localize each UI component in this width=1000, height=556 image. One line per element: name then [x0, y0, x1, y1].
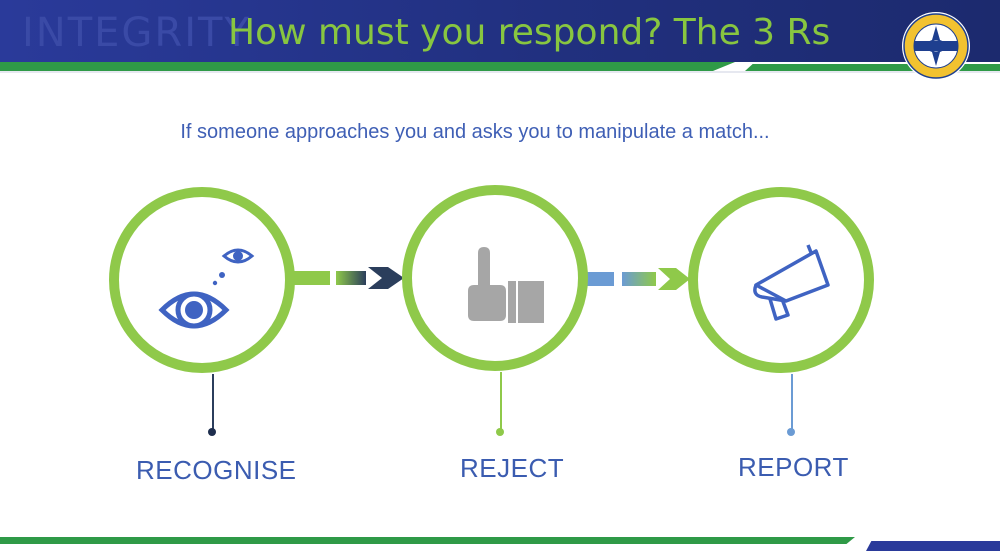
recognise-stem [212, 374, 214, 430]
reject-dot [496, 428, 504, 436]
footer-green-stripe [0, 537, 855, 544]
ifa-crest-icon [900, 10, 972, 82]
megaphone-icon [746, 239, 838, 331]
slide-title: How must you respond? The 3 Rs [228, 12, 831, 53]
header-green-stripe [0, 62, 735, 71]
recognise-circle [109, 187, 295, 373]
brand-text: INTEGRITY [22, 10, 251, 56]
recognise-label: RECOGNISE [136, 455, 297, 485]
report-stem [791, 374, 793, 430]
header-green-stripe-right [745, 64, 1000, 71]
header-divider [0, 71, 1000, 73]
report-dot [787, 428, 795, 436]
header-bar: INTEGRITY How must you respond? The 3 Rs [0, 0, 1000, 80]
header-background [0, 0, 1000, 62]
reject-circle [402, 185, 588, 371]
reject-stem [500, 372, 502, 430]
eye-icon [154, 242, 264, 342]
subtitle: If someone approaches you and asks you t… [180, 121, 770, 143]
report-label: REPORT [738, 452, 849, 482]
report-circle [688, 187, 874, 373]
hand-stop-icon [460, 245, 550, 325]
footer-blue-stripe [866, 541, 1000, 551]
recognise-dot [208, 428, 216, 436]
reject-label: REJECT [460, 453, 565, 483]
